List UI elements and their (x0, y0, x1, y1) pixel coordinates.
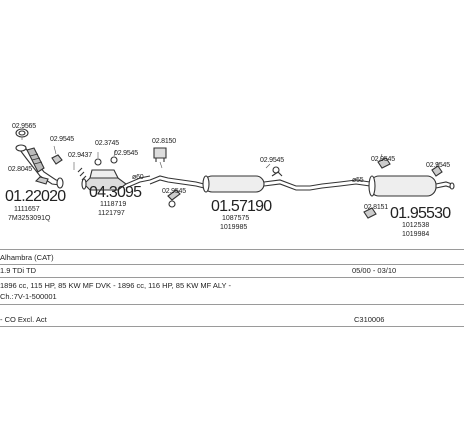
divider (0, 304, 464, 305)
part-ref: 1118719 (100, 201, 127, 208)
part-ref: 1087575 (222, 215, 250, 222)
fitting-label: 02.9545 (162, 188, 186, 195)
bolt-icon (77, 156, 118, 181)
vehicle-engine: 1.9 TDi TD (0, 266, 36, 275)
fitting-label: 02.8045 (8, 166, 32, 173)
fitting-label: 02.9545 (426, 162, 450, 169)
center-silencer-part (149, 166, 371, 193)
diameter-label: ø60 (132, 174, 144, 181)
fitting-label: 02.8150 (152, 138, 176, 145)
catalytic-converter-part (81, 169, 151, 191)
part-ref: 1121797 (98, 210, 125, 217)
front-pipe-part (15, 144, 64, 189)
divider (0, 326, 464, 327)
divider (0, 277, 464, 278)
leader-lines (21, 137, 439, 170)
fitting-label: 02.3745 (95, 140, 119, 147)
catalog-code: C310006 (354, 315, 385, 324)
engine-spec: 1896 cc, 115 HP, 85 KW MF DVK - 1896 cc,… (0, 281, 231, 290)
part-ref: 1019985 (220, 224, 248, 231)
rear-silencer-part (368, 175, 455, 197)
part-ref: 1012538 (402, 222, 430, 229)
fitting-label: 02.9545 (50, 136, 74, 143)
production-dates: 05/00 - 03/10 (352, 266, 397, 275)
part-number: 01.95530 (390, 205, 451, 222)
fitting-label: 02.9437 (68, 152, 92, 159)
divider (0, 249, 464, 250)
catalog-note: - CO Excl. Act (0, 315, 47, 324)
divider (0, 264, 464, 265)
chassis-number: Ch.:7V-1-500001 (0, 292, 57, 301)
rubber-hanger-icon (363, 157, 443, 219)
part-number: 04.3095 (89, 184, 142, 201)
fitting-label: 02.9565 (12, 123, 36, 130)
part-number: 01.22020 (5, 188, 66, 205)
part-number: 01.57190 (211, 198, 272, 215)
fitting-label: 02.9545 (114, 150, 138, 157)
clamp-icon (34, 154, 63, 185)
fitting-label: 02.9545 (260, 157, 284, 164)
gasket-icon (15, 128, 29, 138)
fitting-label: 02.9545 (371, 156, 395, 163)
diameter-label: ø55 (352, 177, 364, 184)
vehicle-model: Alhambra (CAT) (0, 253, 54, 262)
part-ref: 1019984 (402, 231, 430, 238)
fitting-label: 02.8151 (364, 204, 388, 211)
part-ref: 1111657 (14, 206, 40, 213)
bracket-icon (153, 147, 181, 208)
part-ref: 7M3253091Q (8, 215, 51, 222)
